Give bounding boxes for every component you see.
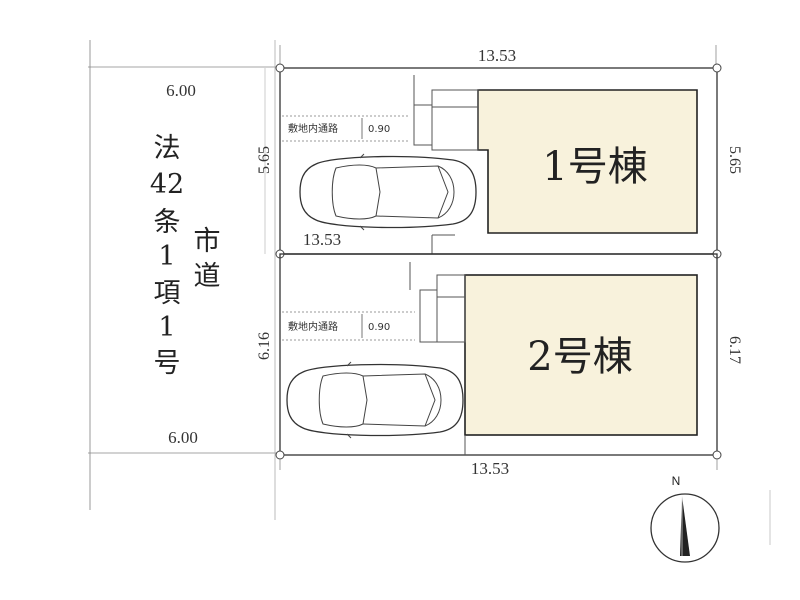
north-compass: N (650, 474, 720, 563)
lot2-left-depth: 6.16 (256, 332, 273, 360)
car-mirror (359, 225, 365, 231)
porch (431, 89, 479, 108)
lot1-bottom-width: 13.53 (303, 230, 341, 249)
lot2-boundary (279, 253, 718, 456)
building-1-entrance (413, 75, 479, 254)
car-rear-window (437, 165, 455, 219)
porch (436, 274, 466, 298)
compass-north-label: N (672, 474, 681, 488)
car-2 (286, 361, 464, 439)
road-char: 42 (150, 169, 184, 200)
building-1-label: 1号棟 (542, 144, 647, 190)
access-label: 敷地内通路 (288, 122, 338, 135)
road-char: 号 (154, 348, 181, 379)
car-windshield (331, 164, 381, 220)
boundary-marker (712, 63, 722, 73)
road-char: 法 (154, 133, 181, 164)
step (419, 289, 438, 343)
lot1-top-width: 13.53 (478, 46, 516, 65)
car-windshield (318, 372, 368, 428)
road-char: 道 (194, 261, 221, 292)
road-type: 市 道 (194, 226, 221, 292)
road-char: 1 (158, 241, 175, 272)
road-width-top: 6.00 (166, 81, 196, 100)
car-roof (362, 373, 436, 427)
car-mirror (359, 153, 365, 159)
building-2-label: 2号棟 (527, 334, 632, 380)
compass-needle-icon (680, 496, 690, 556)
car-rear-window (424, 373, 442, 427)
lot2-right-depth: 6.17 (726, 336, 743, 364)
step (413, 104, 433, 146)
road-char: 1 (158, 312, 175, 343)
building-2-footprint (464, 274, 698, 436)
road-area: 6.00 6.00 法 42 条 1 項 1 号 市 道 (88, 40, 280, 520)
access-width: 0.90 (368, 322, 390, 333)
compass-ring (650, 493, 720, 563)
access-label: 敷地内通路 (288, 320, 338, 333)
car-body (286, 363, 464, 437)
car-roof (375, 165, 449, 219)
access-width: 0.90 (368, 124, 390, 135)
road-char: 条 (154, 207, 181, 238)
porch (431, 106, 479, 151)
lot1-right-depth: 5.65 (726, 146, 743, 174)
top-dimension: 13.53 (279, 45, 717, 70)
lot2-bottom-width: 13.53 (471, 459, 509, 478)
car-body (299, 155, 477, 229)
lot-1: 1号棟 敷地内通路 0.90 5.65 5.65 (256, 63, 743, 255)
boundary-marker (275, 63, 285, 73)
lot1-left-depth: 5.65 (256, 146, 273, 174)
boundary-marker (712, 450, 722, 460)
lot-2: 2号棟 敷地内通路 0.90 6.16 6.17 13.53 (256, 253, 743, 478)
porch (436, 296, 466, 343)
road-char: 項 (154, 278, 181, 309)
car-mirror (346, 433, 352, 439)
boundary-marker (275, 450, 285, 460)
car-mirror (346, 361, 352, 367)
road-char: 市 (194, 226, 221, 257)
road-width-bottom: 6.00 (168, 428, 198, 447)
road-designation: 法 42 条 1 項 1 号 (150, 133, 184, 379)
car-1 (299, 153, 477, 231)
building-2-entrance (409, 262, 466, 455)
